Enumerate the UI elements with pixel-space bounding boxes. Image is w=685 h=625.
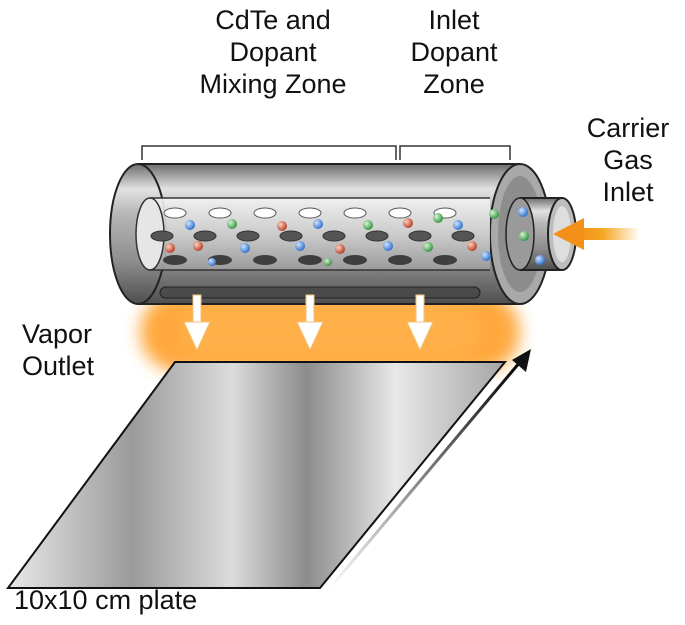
vapor-glow — [140, 292, 520, 372]
label-vapor-outlet: Vapor Outlet — [22, 318, 142, 382]
label-inlet-zone-line-1: Inlet — [428, 5, 480, 35]
zone-brackets — [141, 145, 511, 160]
left-arrow-icon — [553, 218, 640, 250]
inner-tube — [135, 197, 499, 271]
label-vapor-outlet-line-2: Outlet — [22, 351, 95, 381]
label-inlet-zone-line-2: Dopant — [410, 37, 498, 67]
diagonal-arrow-icon — [328, 349, 531, 589]
label-carrier-gas-line-2: Gas — [603, 145, 653, 175]
label-vapor-outlet-line-1: Vapor — [22, 319, 93, 349]
label-inlet-zone: Inlet Dopant Zone — [392, 4, 516, 100]
label-mixing-zone-line-1: CdTe and — [215, 5, 331, 35]
label-carrier-gas-line-1: Carrier — [586, 113, 670, 143]
label-carrier-gas: Carrier Gas Inlet — [574, 112, 682, 208]
label-mixing-zone: CdTe and Dopant Mixing Zone — [168, 4, 378, 100]
label-mixing-zone-line-3: Mixing Zone — [199, 69, 347, 99]
down-arrow-icon — [183, 294, 434, 352]
label-mixing-zone-line-2: Dopant — [229, 37, 317, 67]
label-inlet-zone-line-3: Zone — [423, 69, 485, 99]
particles — [165, 209, 499, 266]
label-carrier-gas-line-3: Inlet — [602, 177, 654, 207]
plate — [6, 361, 508, 589]
label-plate: 10x10 cm plate — [14, 585, 198, 615]
